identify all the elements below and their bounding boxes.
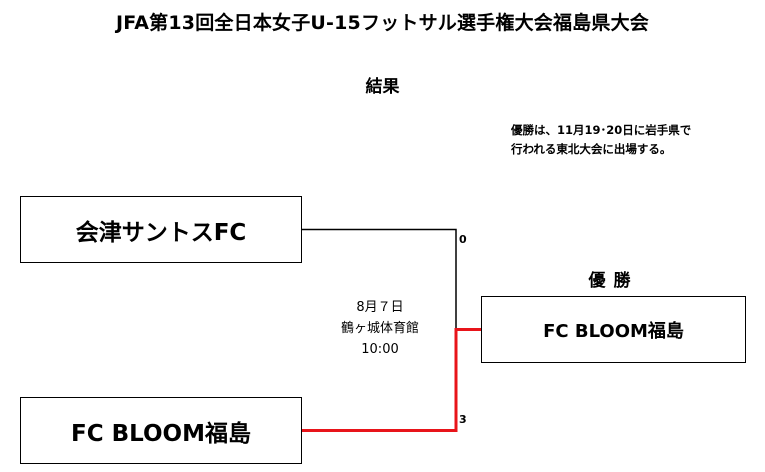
loser-path-line	[302, 228, 457, 330]
team-box-top: 会津サントスFC	[20, 196, 302, 263]
match-date: 8月７日	[356, 300, 404, 315]
winner-path-line	[302, 328, 481, 432]
team-name-bottom: FC BLOOM福島	[71, 420, 251, 447]
score-bottom: 3	[459, 413, 467, 426]
team-name-winner: FC BLOOM福島	[543, 320, 684, 342]
team-name-top: 会津サントスFC	[75, 219, 247, 246]
match-time: 10:00	[361, 342, 399, 357]
score-top: 0	[459, 233, 467, 246]
match-venue: 鶴ヶ城体育館	[340, 321, 419, 336]
page-subtitle: 結果	[365, 77, 400, 97]
team-box-winner: FC BLOOM福島	[481, 296, 746, 363]
team-box-bottom: FC BLOOM福島	[20, 397, 302, 464]
tournament-note: 優勝は、11月19･20日に岩手県で 行われる東北大会に出場する。	[511, 121, 751, 159]
match-info: 8月７日 鶴ヶ城体育館 10:00	[320, 297, 440, 360]
page-title: JFA第13回全日本女子U-15フットサル選手権大会福島県大会	[116, 12, 649, 34]
note-line-1: 優勝は、11月19･20日に岩手県で	[511, 123, 692, 137]
note-line-2: 行われる東北大会に出場する。	[511, 142, 672, 156]
champion-label: 優勝	[588, 271, 639, 291]
